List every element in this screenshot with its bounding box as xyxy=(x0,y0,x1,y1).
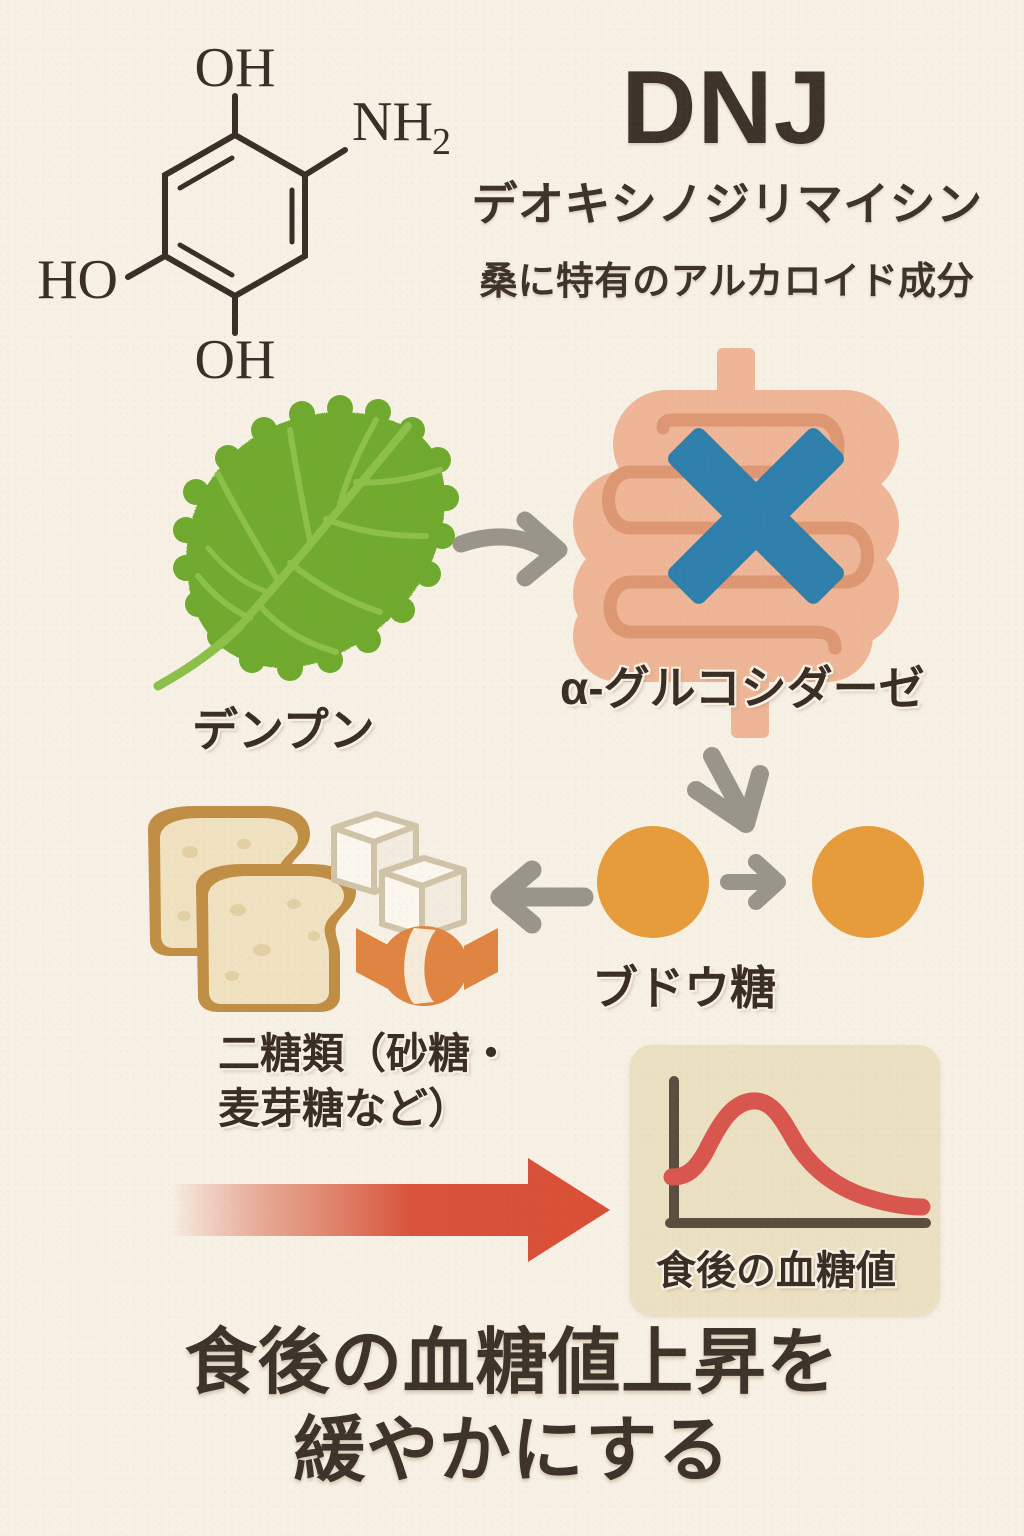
headline: 食後の血糖値上昇を 緩やかにする xyxy=(0,1320,1024,1496)
label-postprandial-blood-glucose: 食後の血糖値 xyxy=(656,1249,896,1293)
label-alpha-glucosidase: α-グルコシダーゼ xyxy=(560,662,925,714)
mulberry-leaf xyxy=(140,378,460,691)
glucose-molecules xyxy=(560,820,960,950)
arrow-intestine-to-glucose xyxy=(687,747,800,840)
headline-line-2: 緩やかにする xyxy=(293,1410,731,1491)
glucose-circle-1 xyxy=(597,826,709,938)
ho-left-label: HO xyxy=(37,249,118,311)
leaf-stem xyxy=(153,621,245,691)
disaccharide-foods xyxy=(118,800,498,1012)
intestine-outlet xyxy=(731,672,769,738)
double-bond-2 xyxy=(177,242,235,278)
label-disaccharides: 二糖類（砂糖・ 麦芽糖など） xyxy=(218,1026,548,1137)
arrow-result-red xyxy=(130,1142,650,1278)
arrow-glucose-to-disaccharides xyxy=(478,852,602,942)
title-reading: デオキシノジリマイシン xyxy=(471,178,983,230)
title-block: DNJ デオキシノジリマイシン 桑に特有のアルカロイド成分 xyxy=(430,56,1024,305)
blood-glucose-chart-card xyxy=(630,1045,940,1315)
molecule-diagram: OH NH 2 HO OH xyxy=(37,30,460,391)
oh-top-label: OH xyxy=(195,37,276,99)
page-title: DNJ xyxy=(621,50,833,166)
arrow-right-small xyxy=(720,854,786,910)
double-bond-1 xyxy=(177,155,235,191)
sugar-cube-2 xyxy=(379,855,467,939)
intestine-illustration xyxy=(545,340,965,740)
oh-bottom-label: OH xyxy=(195,329,276,391)
blood-glucose-curve xyxy=(663,1092,931,1216)
title-description: 桑に特有のアルカロイド成分 xyxy=(479,261,975,303)
arrow-leaf-to-intestine xyxy=(452,498,585,602)
nh2-subscript: 2 xyxy=(432,121,451,163)
label-glucose: ブドウ糖 xyxy=(592,962,776,1014)
label-disaccharides-line2: 麦芽糖など） xyxy=(218,1085,471,1133)
glucose-circle-2 xyxy=(812,826,924,938)
label-disaccharides-line1: 二糖類（砂糖・ xyxy=(218,1030,513,1077)
candy xyxy=(356,926,498,1006)
nh2-label: NH xyxy=(352,91,433,153)
benzene-ring xyxy=(162,131,308,300)
bond-to-ho xyxy=(125,253,168,280)
label-starch: デンプン xyxy=(192,704,375,756)
block-x-icon xyxy=(668,428,844,604)
headline-line-1: 食後の血糖値上昇を xyxy=(184,1323,840,1403)
bread-slice-front xyxy=(196,864,356,1012)
bond-to-nh2 xyxy=(302,147,348,178)
